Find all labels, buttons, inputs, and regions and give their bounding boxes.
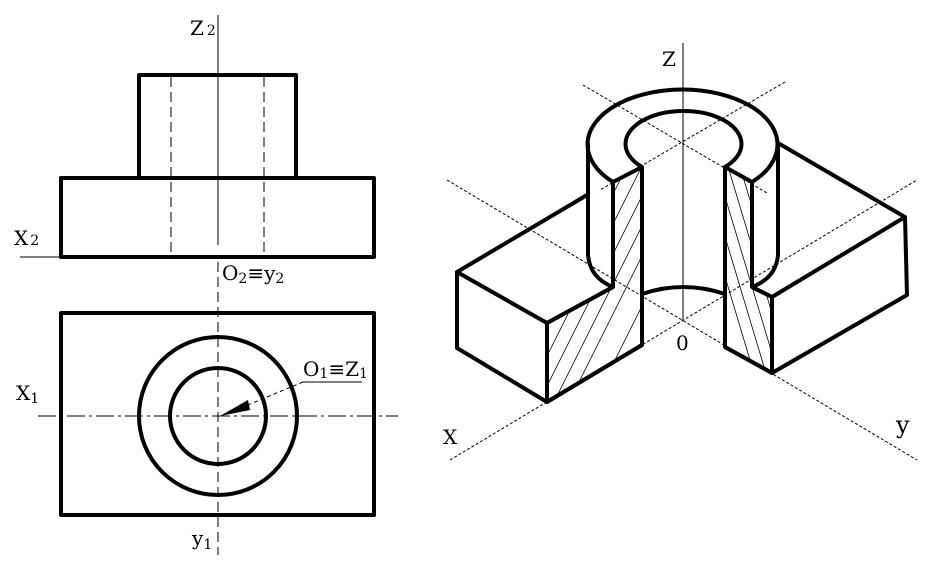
base-plate-outline bbox=[59, 176, 376, 259]
outer-left-silhouette bbox=[586, 143, 614, 289]
leader-arrow-icon bbox=[220, 400, 250, 416]
y-axis bbox=[446, 179, 918, 461]
x-label: X bbox=[443, 425, 458, 449]
leader-line bbox=[242, 381, 304, 408]
isometric-view: Z X y 0 bbox=[443, 43, 918, 461]
hole-bottom-arc bbox=[641, 285, 726, 296]
left-block-front bbox=[455, 272, 644, 404]
z-label: Z bbox=[662, 47, 676, 71]
o1-z1-label: O1≡Z1 bbox=[303, 357, 368, 382]
right-section-face bbox=[723, 165, 774, 375]
origin-label: 0 bbox=[676, 331, 689, 355]
x1-label: X1 bbox=[16, 381, 39, 407]
left-section-hatch bbox=[547, 167, 642, 402]
plan-outline bbox=[59, 311, 376, 517]
right-block-top bbox=[751, 141, 907, 299]
top-axis-x bbox=[599, 81, 786, 191]
o2-y2-label: O2≡y2 bbox=[222, 261, 284, 287]
x-axis bbox=[449, 179, 918, 461]
y-label: y bbox=[895, 411, 910, 439]
top-view: X1 y1 O1≡Z1 bbox=[16, 262, 398, 555]
y1-label: y1 bbox=[191, 526, 212, 553]
outer-right-silhouette bbox=[751, 143, 780, 289]
inner-top-ellipse bbox=[623, 108, 744, 169]
